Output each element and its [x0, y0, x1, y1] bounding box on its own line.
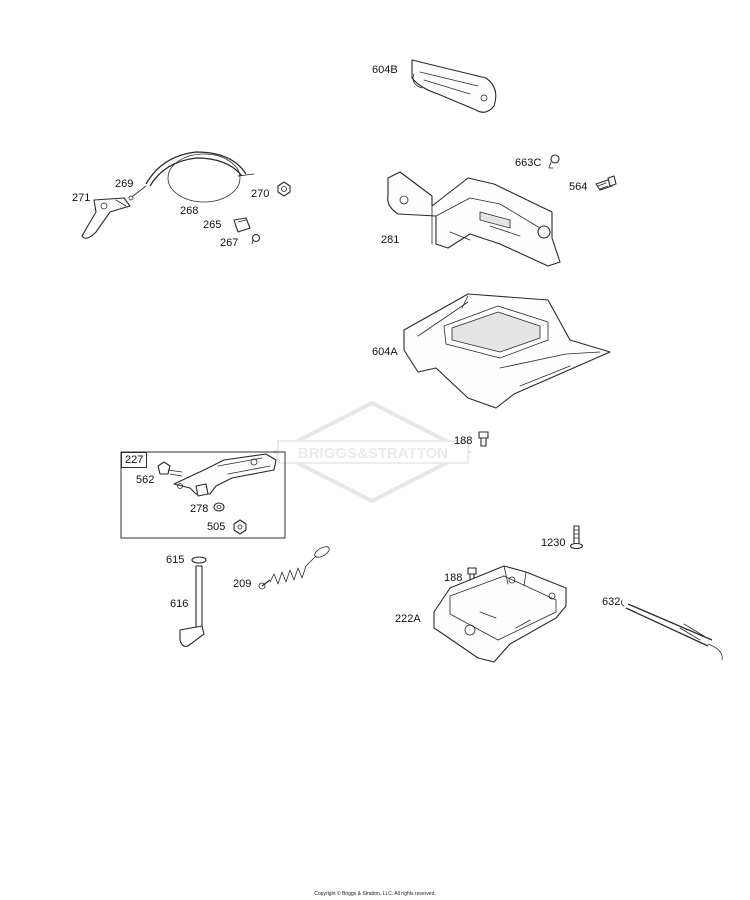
part-505-nut: [233, 519, 247, 535]
copyright-notice: Copyright © Briggs & Stratton, LLC. All …: [314, 891, 436, 897]
callout-632: 632: [602, 596, 621, 608]
part-269-fitting: [128, 185, 147, 201]
part-278-washer: [213, 502, 225, 512]
part-governor-control-lever: [173, 453, 277, 497]
part-265-cable-clip: [233, 217, 251, 233]
callout-209: 209: [233, 578, 252, 590]
callout-267: 267: [220, 237, 239, 249]
part-562-bolt: [157, 461, 183, 477]
part-281-control-bracket: [387, 171, 561, 267]
callout-604A: 604A: [372, 346, 398, 358]
callout-505: 505: [207, 521, 226, 533]
callout-188-upper: 188: [454, 435, 473, 447]
part-268-throttle-cable: [145, 151, 255, 203]
part-209-spring: [258, 546, 330, 590]
part-663C-screw: [548, 154, 560, 169]
part-222A-mount-bracket: [433, 565, 567, 663]
watermark-text: BRIGGS&STRATTON: [298, 445, 448, 462]
briggs-stratton-watermark: BRIGGS&STRATTON: [271, 400, 473, 504]
callout-265: 265: [203, 219, 222, 231]
callout-564: 564: [569, 181, 588, 193]
callout-663C: 663C: [515, 157, 542, 169]
callout-268: 268: [180, 205, 199, 217]
callout-615: 615: [166, 554, 185, 566]
part-632-link-rod: [620, 599, 723, 661]
part-271-throttle-lever: [81, 197, 131, 239]
callout-269: 269: [115, 178, 134, 190]
part-270-nut: [277, 181, 291, 197]
callout-270: 270: [251, 188, 270, 200]
kit-227-label: 227: [121, 452, 148, 468]
part-188-bolt-upper: [478, 431, 489, 447]
part-604B-bracket-plate: [411, 59, 497, 113]
callout-271: 271: [72, 192, 91, 204]
kit-227-box: [120, 451, 286, 539]
part-1230-stud: [569, 525, 584, 550]
callout-604B: 604B: [372, 64, 398, 76]
part-604A-housing-panel: [403, 293, 611, 409]
part-615-washer: [191, 556, 207, 564]
callout-1230: 1230: [541, 537, 566, 549]
callout-188-lower: 188: [444, 572, 463, 584]
callout-562: 562: [136, 474, 155, 486]
callout-278: 278: [190, 503, 209, 515]
part-616-shaft: [179, 565, 205, 647]
callout-281: 281: [381, 234, 400, 246]
callout-222A: 222A: [395, 613, 421, 625]
callout-616: 616: [170, 598, 189, 610]
part-267-screw: [251, 233, 261, 245]
part-564-bolt: [595, 175, 617, 191]
